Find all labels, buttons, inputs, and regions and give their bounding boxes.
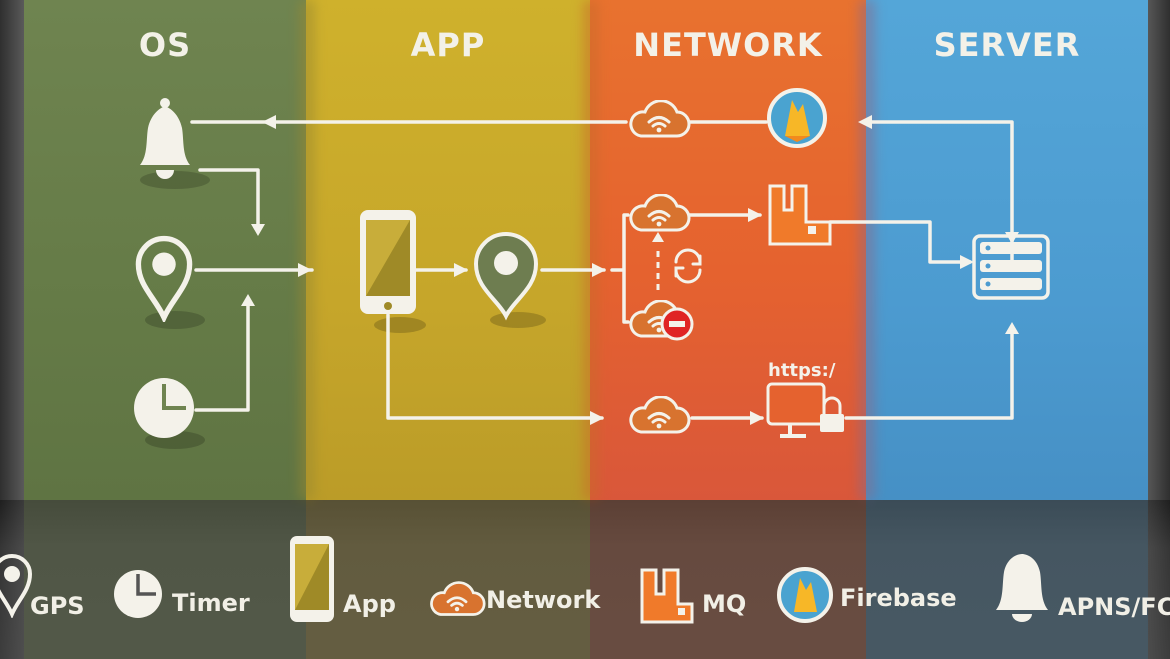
column-title-network: NETWORK: [633, 26, 823, 64]
icon-shadows: [140, 171, 546, 449]
legend-network-icon: [430, 581, 486, 616]
location-pin-icon: [138, 239, 189, 318]
legend-app-label: App: [343, 590, 396, 618]
floor-band: [306, 500, 590, 659]
location-pin-app-icon: [473, 232, 539, 321]
legend-firebase-icon: [777, 567, 833, 623]
server-rack-icon: [972, 234, 1050, 300]
legend-apns-label: APNS/FC: [1058, 593, 1170, 621]
column-title-app: APP: [410, 26, 486, 64]
legend-gps-icon: [0, 554, 33, 618]
legend-app-icon: [290, 536, 334, 622]
legend-mq-icon: [640, 568, 694, 624]
column-divider: [584, 0, 598, 500]
wifi-cloud-icon: [629, 100, 691, 138]
monitor-icon: [766, 382, 826, 438]
stop-icon: [660, 307, 694, 341]
legend-timer-icon: [114, 570, 162, 618]
legend-mq-label: MQ: [702, 590, 747, 618]
legend-apns-icon: [996, 554, 1048, 622]
https-label: https:/: [768, 360, 836, 381]
lock-icon: [820, 396, 844, 432]
legend-network-label: Network: [486, 586, 601, 614]
wifi-cloud-icon: [629, 396, 691, 434]
column-title-os: OS: [138, 26, 192, 64]
firebase-icon: [767, 88, 827, 148]
legend-firebase-label: Firebase: [840, 584, 957, 612]
arrow-heads: [241, 115, 1019, 425]
wifi-cloud-icon: [629, 194, 691, 232]
refresh-icon: [674, 248, 702, 284]
reflection-floor: [0, 500, 1170, 659]
legend-gps-label: GPS: [30, 592, 85, 620]
column-title-server: SERVER: [933, 26, 1081, 64]
legend-timer-label: Timer: [172, 589, 250, 617]
floor-band: [24, 500, 306, 659]
rabbitmq-icon: [768, 184, 832, 246]
clock-icon: [134, 378, 194, 438]
column-divider: [300, 0, 314, 500]
smartphone-icon: [360, 210, 416, 314]
bell-icon: [140, 98, 190, 179]
